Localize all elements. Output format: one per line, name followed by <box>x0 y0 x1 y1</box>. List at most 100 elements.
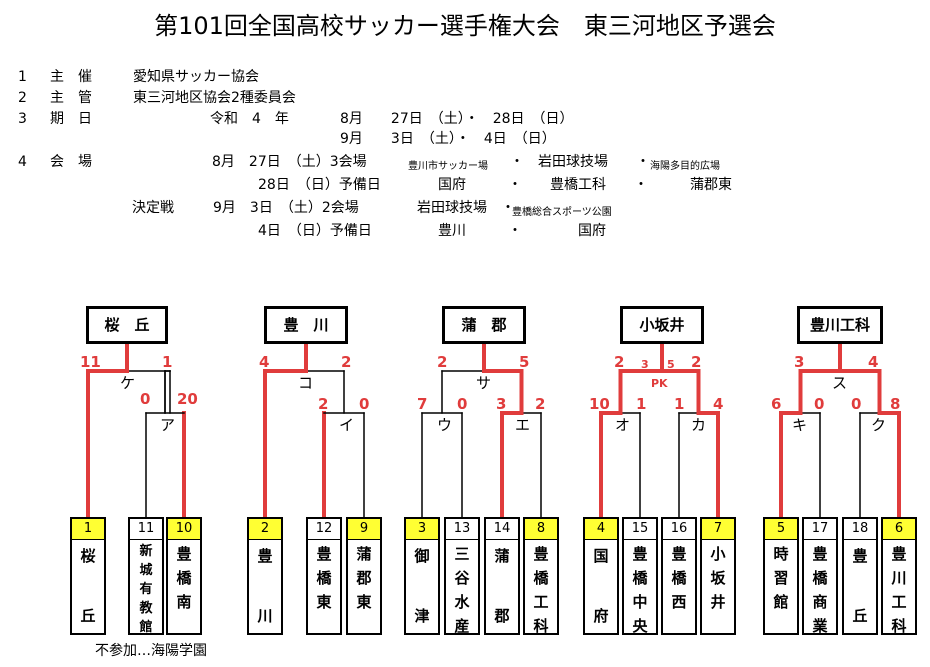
team-name-char: 業 <box>812 617 828 635</box>
block-2-champion: 豊 川 <box>264 306 348 344</box>
match-a-label: ア <box>160 416 176 434</box>
block-3-final-score-right: 5 <box>519 353 530 371</box>
team-name-char: 西 <box>671 593 687 611</box>
team-name-char: 三 <box>454 545 470 563</box>
team-name-char: 城 <box>139 563 153 578</box>
info-num-2: 2 <box>18 90 27 106</box>
team-name-char: 水 <box>454 593 470 611</box>
block-5-champion: 豊川工科 <box>797 306 883 344</box>
team-number: 18 <box>844 519 876 540</box>
team-number: 2 <box>249 519 281 540</box>
block-3-final-score-left: 2 <box>437 353 448 371</box>
team-name-char: 坂 <box>710 569 726 587</box>
match-a-score-left: 0 <box>140 390 151 408</box>
team-number: 17 <box>804 519 836 540</box>
match-i-score-left: 2 <box>318 395 329 413</box>
team-name-char: 橋 <box>812 569 828 587</box>
info-label-manager: 主 管 <box>50 90 92 106</box>
team-name-char: 科 <box>891 617 907 635</box>
match-o-score-right: 1 <box>636 395 647 413</box>
block-2-final-score-left: 4 <box>259 353 270 371</box>
match-u-score-right: 0 <box>457 395 468 413</box>
team-name-char: 産 <box>454 617 470 635</box>
info-num-4: 4 <box>18 154 27 170</box>
venue-aug28: 28日 （日）予備日 <box>258 177 381 193</box>
team-name: 豊丘 <box>844 540 876 632</box>
absent-note: 不参加…海陽学園 <box>95 643 207 659</box>
final-sep4: 4日 （日）予備日 <box>258 223 372 239</box>
venue-toyokawa: 豊川市サッカー場 <box>408 161 488 172</box>
info-dates-aug: 8月 27日 （土）・ 28日 （日） <box>340 111 574 127</box>
team-name-char: 豊 <box>632 545 648 563</box>
team-number: 5 <box>765 519 797 540</box>
team-name-char: 橋 <box>316 569 332 587</box>
match-a-score-right: 20 <box>177 390 198 408</box>
team-name: 豊橋工科 <box>525 540 557 638</box>
final-sep3: 9月 3日 （土）2会場 <box>213 200 359 216</box>
team-name-char: 郡 <box>356 569 372 587</box>
team-name-char: 郡 <box>494 607 510 625</box>
info-manager: 東三河地区協会2種委員会 <box>133 90 296 106</box>
team-number: 1 <box>72 519 104 540</box>
team-name: 時習館 <box>765 540 797 614</box>
venue-aug27: 8月 27日 （土）3会場 <box>212 154 367 170</box>
team-number: 10 <box>168 519 200 540</box>
team-number: 14 <box>486 519 518 540</box>
match-u-label: ウ <box>437 416 453 434</box>
team-name: 桜丘 <box>72 540 104 632</box>
team-name-char: 商 <box>812 593 828 611</box>
venue-aug28-list: 国府 ・ 豊橋工科 ・ 蒲郡東 <box>438 177 732 193</box>
team-number: 11 <box>130 519 162 540</box>
block-4-final-label: PK <box>651 377 668 390</box>
match-ka-score-left: 1 <box>674 395 685 413</box>
team-name-char: 橋 <box>671 569 687 587</box>
team-name: 豊橋商業 <box>804 540 836 638</box>
team-name-char: 時 <box>773 545 789 563</box>
team-number: 8 <box>525 519 557 540</box>
block-4-pk-right: 5 <box>667 358 675 371</box>
team-number: 4 <box>585 519 617 540</box>
match-e-score-left: 3 <box>496 395 507 413</box>
match-o-score-left: 10 <box>589 395 610 413</box>
team-name: 国府 <box>585 540 617 632</box>
team-name-char: 蒲 <box>356 545 372 563</box>
team-name-char: 科 <box>533 617 549 635</box>
team-number: 16 <box>663 519 695 540</box>
team-number: 15 <box>624 519 656 540</box>
team-name-char: 教 <box>139 601 153 616</box>
info-label-organizer: 主 催 <box>50 69 92 85</box>
team-name: 豊橋中央 <box>624 540 656 638</box>
team-name: 豊橋西 <box>663 540 695 614</box>
team-name: 新城有教館 <box>130 540 162 637</box>
final-label: 決定戦 <box>132 200 174 216</box>
match-e-score-right: 2 <box>535 395 546 413</box>
page-title: 第101回全国高校サッカー選手権大会 東三河地区予選会 <box>154 12 776 40</box>
team-name-char: 津 <box>414 607 430 625</box>
team-name-char: 桜 <box>80 547 96 565</box>
team-name-char: 府 <box>593 607 609 625</box>
team-name-char: 中 <box>632 593 648 611</box>
team-name-char: 丘 <box>80 607 96 625</box>
team-number: 7 <box>702 519 734 540</box>
team-name-char: 工 <box>891 593 907 611</box>
block-3-champion: 蒲 郡 <box>442 306 526 344</box>
team-number: 3 <box>406 519 438 540</box>
team-name-char: 館 <box>139 620 153 635</box>
team-name-char: 豊 <box>812 545 828 563</box>
venue-iwata: ・ 岩田球技場 ・ <box>510 154 650 170</box>
